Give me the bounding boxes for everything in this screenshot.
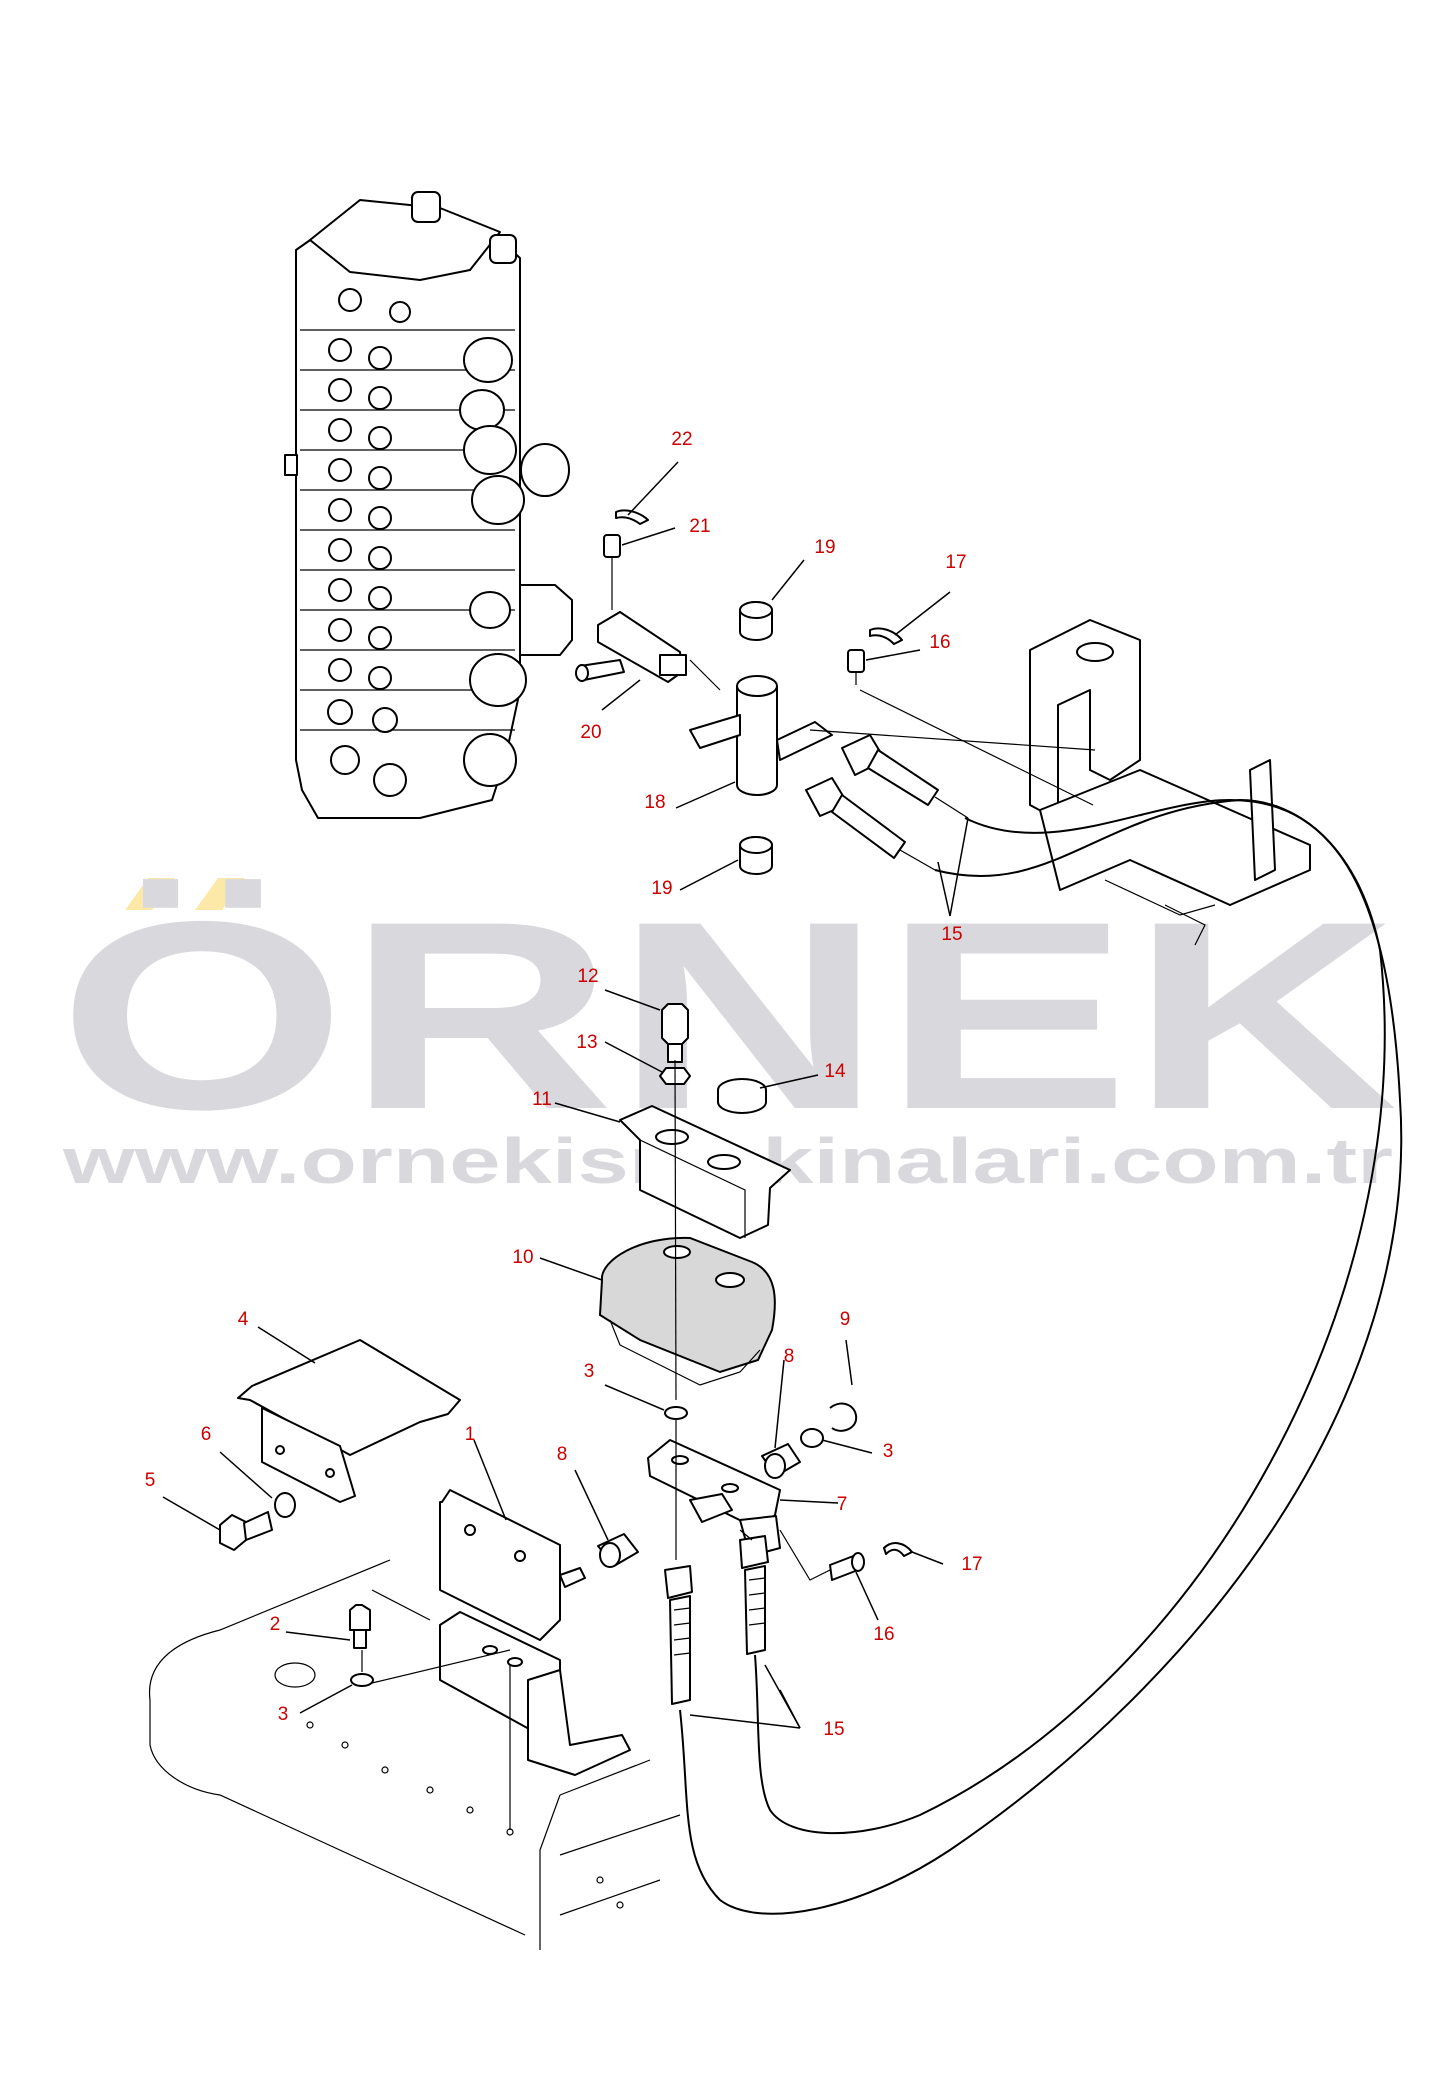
callout-6: 6: [201, 1424, 212, 1445]
valve-spool-caps: [459, 337, 570, 787]
callout-19: 19: [814, 537, 835, 558]
callout-8: 8: [557, 1444, 568, 1465]
bolt-2: [349, 1604, 371, 1631]
cable-end-15-lower: [664, 1535, 769, 1705]
frame-base: [1039, 769, 1311, 906]
cable-outer: [754, 798, 1386, 1835]
callout-1: 1: [465, 1424, 476, 1445]
callout-9: 9: [840, 1309, 851, 1330]
callout-3: 3: [883, 1441, 894, 1462]
callout-20: 20: [580, 722, 601, 743]
callout-4: 4: [238, 1309, 249, 1330]
bolt-5: [219, 1514, 247, 1551]
callout-10: 10: [512, 1247, 533, 1268]
cotter-pin-17-upper: [869, 627, 903, 645]
callout-22: 22: [671, 429, 692, 450]
valve-top-plug-right: [489, 234, 517, 264]
callout-2: 2: [270, 1614, 281, 1635]
callout-13: 13: [576, 1032, 597, 1053]
washer-6: [274, 1492, 296, 1518]
floor-plate: [148, 1559, 681, 1950]
watermark: ÖRNEK www.ornekismakinalari.com.tr: [58, 865, 1398, 1197]
cable-end-15-upper: [805, 734, 969, 871]
callout-5: 5: [145, 1470, 156, 1491]
frame-bracket: [1249, 759, 1276, 881]
washer-3-right: [800, 1428, 824, 1448]
callout-15: 15: [823, 1719, 844, 1740]
callout-8: 8: [784, 1346, 795, 1367]
cotter-pin-17-lower: [883, 1542, 913, 1557]
callout-16: 16: [929, 632, 950, 653]
callout-3: 3: [584, 1361, 595, 1382]
callout-21: 21: [689, 516, 710, 537]
callout-3: 3: [278, 1704, 289, 1725]
control-cables: [679, 798, 1403, 1915]
callout-12: 12: [577, 966, 598, 987]
callout-19: 19: [651, 878, 672, 899]
mounting-frame: [1029, 619, 1311, 946]
washer-3-lower: [350, 1673, 374, 1687]
valve-side-pin: [284, 454, 298, 476]
valve-top-plug: [411, 191, 441, 223]
callout-16: 16: [873, 1624, 894, 1645]
callout-7: 7: [837, 1494, 848, 1515]
watermark-brand: ÖRNEK: [58, 865, 1398, 1165]
callout-15: 15: [941, 924, 962, 945]
valve-top-plate: [309, 199, 501, 281]
middle-mount: [598, 1003, 791, 1386]
control-valve-assembly: [284, 191, 573, 819]
washer-3-upper: [664, 1406, 688, 1420]
watermark-accent-left: [125, 878, 175, 910]
bolt-12: [661, 1003, 689, 1045]
pin-16-upper: [847, 649, 865, 673]
cable-inner: [679, 798, 1403, 1915]
lower-assembly: [219, 1339, 913, 1776]
rubber-mount-10: [598, 1236, 776, 1374]
callout-labels: 22 21 19 17 16 20 18 19 15 12 13 14 11 1…: [145, 429, 983, 1740]
pin-21: [603, 534, 621, 558]
callout-11: 11: [532, 1089, 552, 1110]
cotter-pin-22: [615, 509, 649, 525]
reference-lines: [361, 570, 1096, 1830]
lever-20-clevis: [659, 654, 687, 676]
shaft-18: [736, 686, 778, 796]
valve-side-block: [519, 584, 573, 656]
callout-17: 17: [945, 552, 966, 573]
snap-ring-9: [829, 1402, 858, 1432]
valve-ports: [327, 288, 411, 797]
shaft-18-arm-left: [689, 714, 741, 749]
upper-linkage: [575, 509, 969, 875]
leader-lines: [162, 461, 969, 1729]
shaft-18-arm-right: [776, 721, 833, 761]
callout-14: 14: [824, 1061, 846, 1082]
watermark-accent-right: [195, 878, 245, 910]
callout-18: 18: [644, 792, 665, 813]
callout-17: 17: [961, 1554, 982, 1575]
